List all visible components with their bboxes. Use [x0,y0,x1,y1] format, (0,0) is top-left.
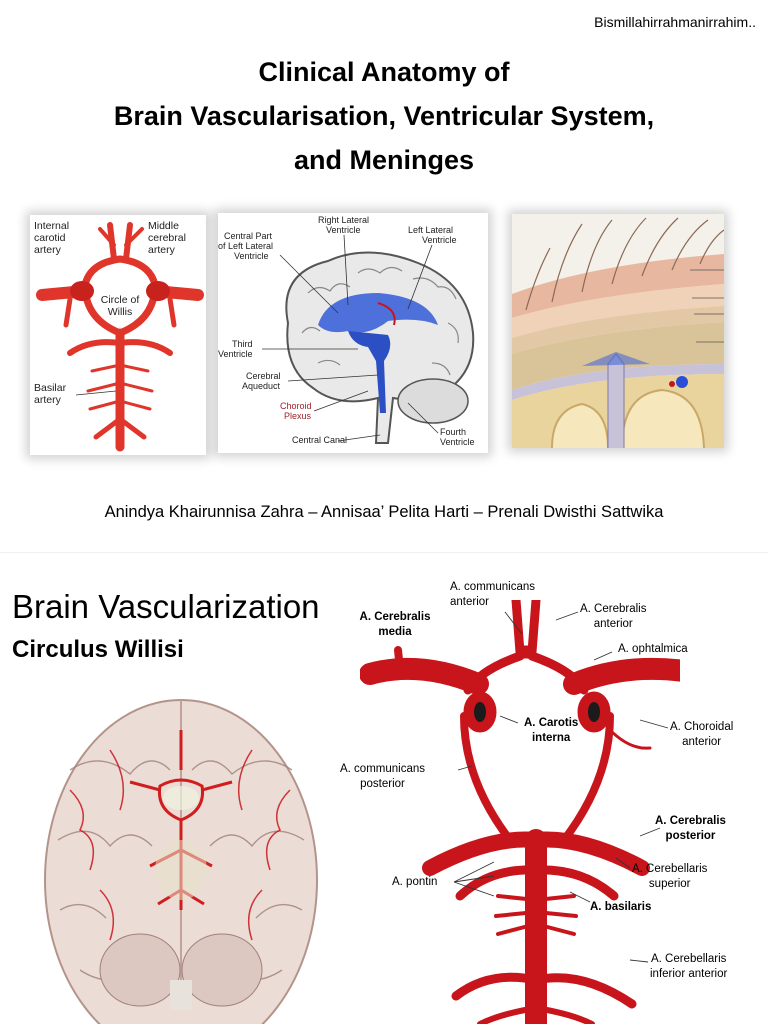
label-cerebellaris-superior: A. Cerebellaris superior [632,863,708,890]
willis-diagram-arteries [359,595,713,1029]
meninges-image [512,214,725,449]
vent-label-ventricle-2: Ventricle [234,251,269,261]
circle-label-willis: Willis [108,306,133,318]
label-basilaris: A. basilaris [590,901,652,913]
brain-base-image [40,690,322,1024]
label-comm-posterior: A. communicans posterior [340,763,426,790]
label-cerebralis-anterior: A. Cerebralis anterior [580,603,647,630]
title-slide: Bismillahirrahmanirrahim.. Clinical Anat… [0,14,768,553]
vent-label-plexus: Plexus [284,411,312,421]
circle-label-artery-2: artery [148,244,176,256]
title-line-2: Brain Vascularisation, Ventricular Syste… [113,101,655,131]
circle-of-willis-image: Internal carotid artery Middle cerebral … [30,215,206,455]
circle-label-cerebral: cerebral [148,232,186,244]
meninges-illustration [512,214,725,449]
label-cerebellaris-inferior-anterior: A. Cerebellaris inferior anterior [650,953,728,980]
label-choroidal-anterior: A. Choroidal anterior [670,721,734,748]
circle-label-artery-1: artery [34,244,62,256]
vent-label-choroid: Choroid [280,401,312,411]
vent-label-central-canal: Central Canal [292,435,347,445]
vent-label-ventricle-5: Ventricle [440,437,475,447]
ventricles-illustration: Right Lateral Ventricle Central Part of … [218,215,475,447]
label-comm-anterior: A. communicans anterior [450,581,536,608]
vent-label-of-left-lateral: of Left Lateral [218,241,273,251]
authors-line: Anindya Khairunnisa Zahra – Annisaa’ Pel… [104,503,664,521]
title-line-3: and Meninges [293,145,475,175]
brain-base-illustration [44,699,318,1024]
vent-label-third: Third [232,339,253,349]
section-subheading: Circulus Willisi [12,636,184,663]
slide-title: Clinical Anatomy of Brain Vascularisatio… [0,50,768,182]
vent-label-aqueduct: Aqueduct [242,381,281,391]
circle-label-internal: Internal [34,220,69,232]
circle-of-willis-illustration: Internal carotid artery Middle cerebral … [34,220,204,452]
vent-label-left-lateral: Left Lateral [408,225,453,235]
vascularization-slide: Brain Vascularization Circulus Willisi [0,560,768,1029]
vent-label-ventricle-1: Ventricle [326,225,361,235]
slide-divider [0,552,768,553]
label-carotis-interna: A. Carotis interna [524,717,579,744]
vent-label-ventricle-4: Ventricle [218,349,253,359]
header-greeting: Bismillahirrahmanirrahim.. [594,14,756,30]
label-pontin: A. pontin [392,876,438,888]
label-cerebralis-media: A. Cerebralis media [359,611,431,638]
circle-label-artery-3: artery [34,394,62,406]
circle-label-middle: Middle [148,220,179,232]
vent-label-cerebral: Cerebral [246,371,281,381]
circle-label-circle-of: Circle of [101,294,140,306]
vent-label-fourth: Fourth [440,427,466,437]
vent-label-ventricle-3: Ventricle [422,235,457,245]
vent-label-right-lateral: Right Lateral [318,215,369,225]
title-line-1: Clinical Anatomy of [258,57,510,87]
label-cerebralis-posterior: A. Cerebralis posterior [655,815,726,842]
vent-label-central-part: Central Part [224,231,273,241]
label-ophtalmica: A. ophtalmica [618,643,688,655]
section-heading: Brain Vascularization [12,588,320,625]
circle-label-carotid: carotid [34,232,66,244]
willis-diagram [359,595,713,1029]
circle-label-basilar: Basilar [34,382,67,394]
ventricular-system-image: Right Lateral Ventricle Central Part of … [218,213,488,453]
